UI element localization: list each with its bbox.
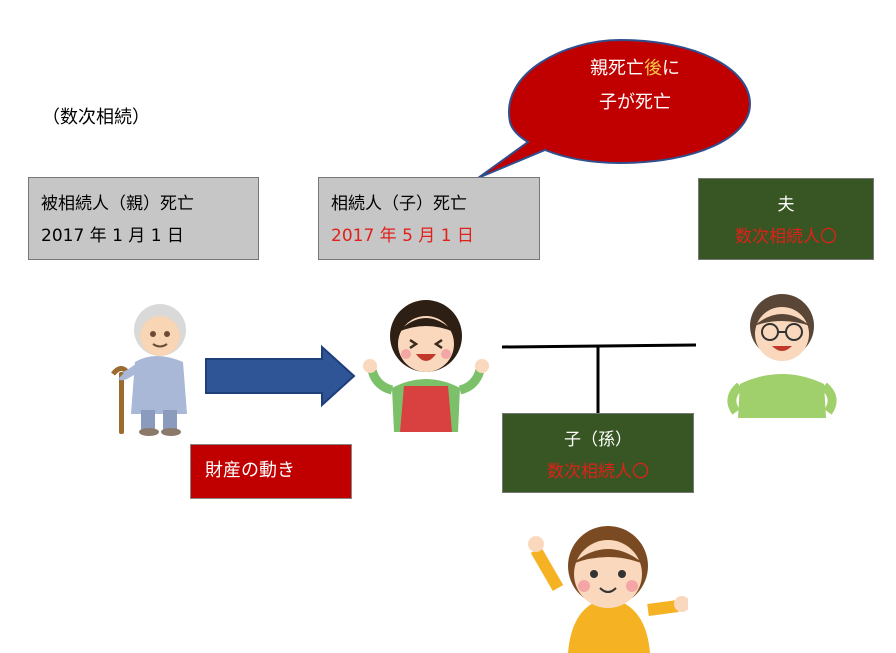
- grandchild-box-status: 数次相続人〇: [547, 462, 649, 482]
- husband-box-status: 数次相続人〇: [735, 227, 837, 247]
- husband-box-title: 夫: [777, 195, 795, 215]
- bubble-text: 親死亡後に 子が死亡: [540, 52, 730, 120]
- bubble-line1-highlight: 後: [644, 58, 662, 79]
- grandchild-box: 子（孫） 数次相続人〇: [502, 413, 694, 493]
- child-box-title: 相続人（子）死亡: [331, 194, 467, 214]
- family-tree-lines: [501, 343, 697, 414]
- bubble-line1-post: に: [662, 58, 680, 79]
- parent-death-box: 被相続人（親）死亡 2017 年 1 月 1 日: [28, 177, 259, 260]
- bubble-line1-pre: 親死亡: [590, 58, 644, 79]
- daughter-icon: [363, 300, 489, 432]
- elderly-woman-icon: [111, 304, 187, 436]
- speech-bubble: [477, 38, 752, 179]
- grandchild-box-title: 子（孫）: [564, 430, 632, 450]
- husband-box: 夫 数次相続人〇: [698, 178, 874, 260]
- parent-box-date: 2017 年 1 月 1 日: [41, 226, 184, 246]
- section-label: （数次相続）: [42, 107, 150, 128]
- child-death-box: 相続人（子）死亡 2017 年 5 月 1 日: [318, 177, 540, 260]
- bubble-line2: 子が死亡: [599, 92, 671, 113]
- arrow-right-icon: [205, 345, 356, 407]
- child-box-date: 2017 年 5 月 1 日: [331, 226, 474, 246]
- husband-icon: [727, 294, 837, 418]
- asset-movement-label: 財産の動き: [190, 444, 352, 499]
- parent-box-title: 被相続人（親）死亡: [41, 194, 194, 214]
- grandchild-boy-icon: [528, 526, 688, 653]
